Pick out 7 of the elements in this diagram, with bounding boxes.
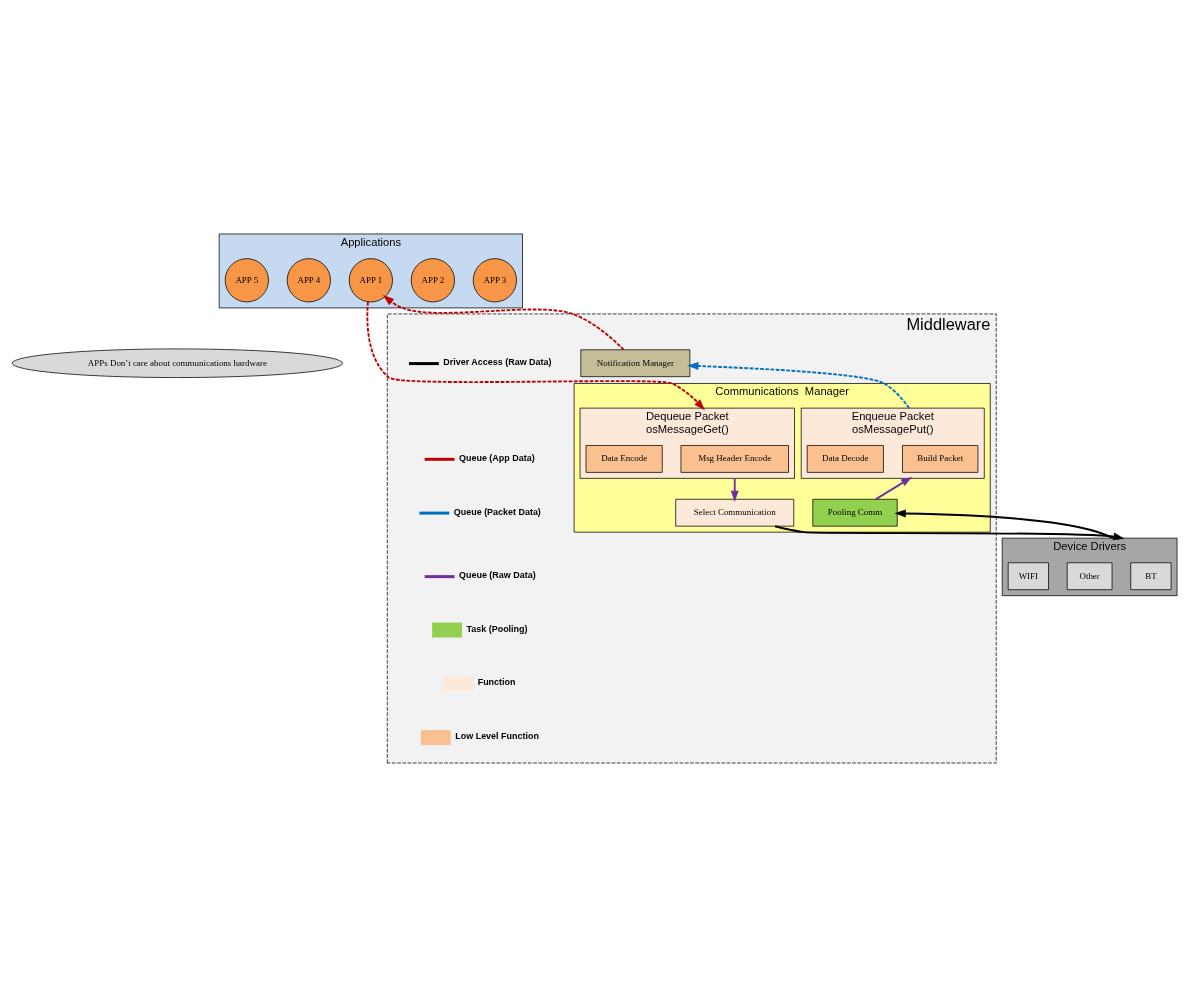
legend-label: Function [477, 676, 516, 687]
legend-label: Low Level Function [455, 730, 539, 741]
legend-label: Queue (Packet Data) [453, 506, 541, 517]
legend-label: Queue (Raw Data) [459, 569, 536, 580]
legend-label: Queue (App Data) [459, 452, 535, 463]
legend-label: Driver Access (Raw Data) [443, 356, 552, 367]
legend-label: Task (Pooling) [466, 623, 528, 634]
